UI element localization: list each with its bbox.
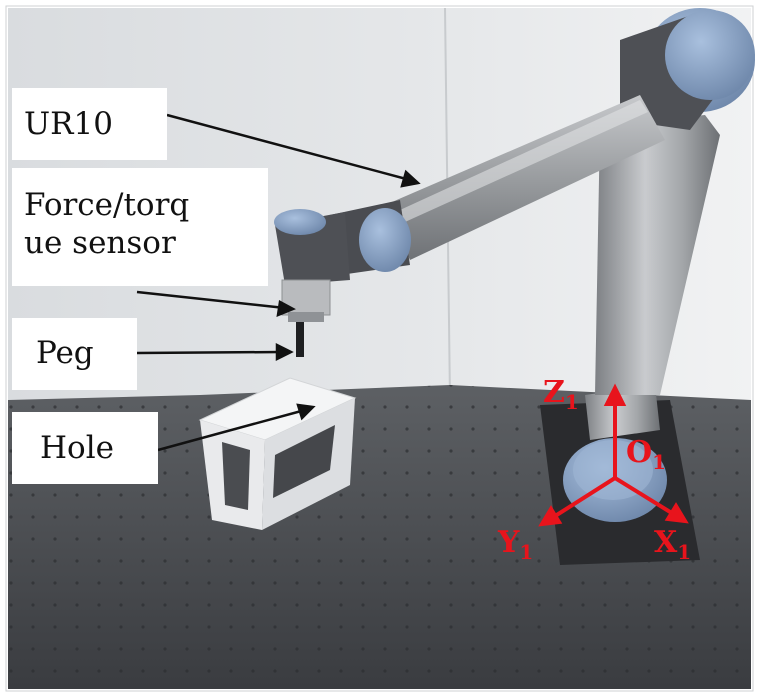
axis-label-x: X1 bbox=[654, 525, 692, 565]
label-ur10-text: UR10 bbox=[24, 106, 113, 142]
forearm-link bbox=[385, 95, 665, 260]
label-sensor-line2: ue sensor bbox=[24, 225, 176, 261]
axis-label-z: Z1 bbox=[543, 375, 579, 415]
label-sensor-line1: Force/torq bbox=[24, 187, 190, 223]
label-force-torque-sensor: Force/torq ue sensor bbox=[12, 168, 268, 286]
upper-arm-link bbox=[595, 115, 720, 395]
force-torque-sensor bbox=[281, 279, 331, 316]
axis-label-origin: O1 bbox=[626, 435, 667, 475]
label-hole-text: Hole bbox=[40, 430, 114, 466]
label-ur10: UR10 bbox=[12, 88, 167, 160]
label-peg-text: Peg bbox=[36, 335, 94, 371]
wrist-joint-2 bbox=[359, 208, 411, 272]
base-coordinate-frame bbox=[538, 383, 689, 527]
peg bbox=[296, 322, 304, 357]
axis-label-y: Y1 bbox=[498, 525, 534, 565]
label-hole: Hole bbox=[12, 412, 158, 484]
label-peg: Peg bbox=[12, 318, 137, 390]
wrist-joint-1 bbox=[274, 209, 326, 235]
